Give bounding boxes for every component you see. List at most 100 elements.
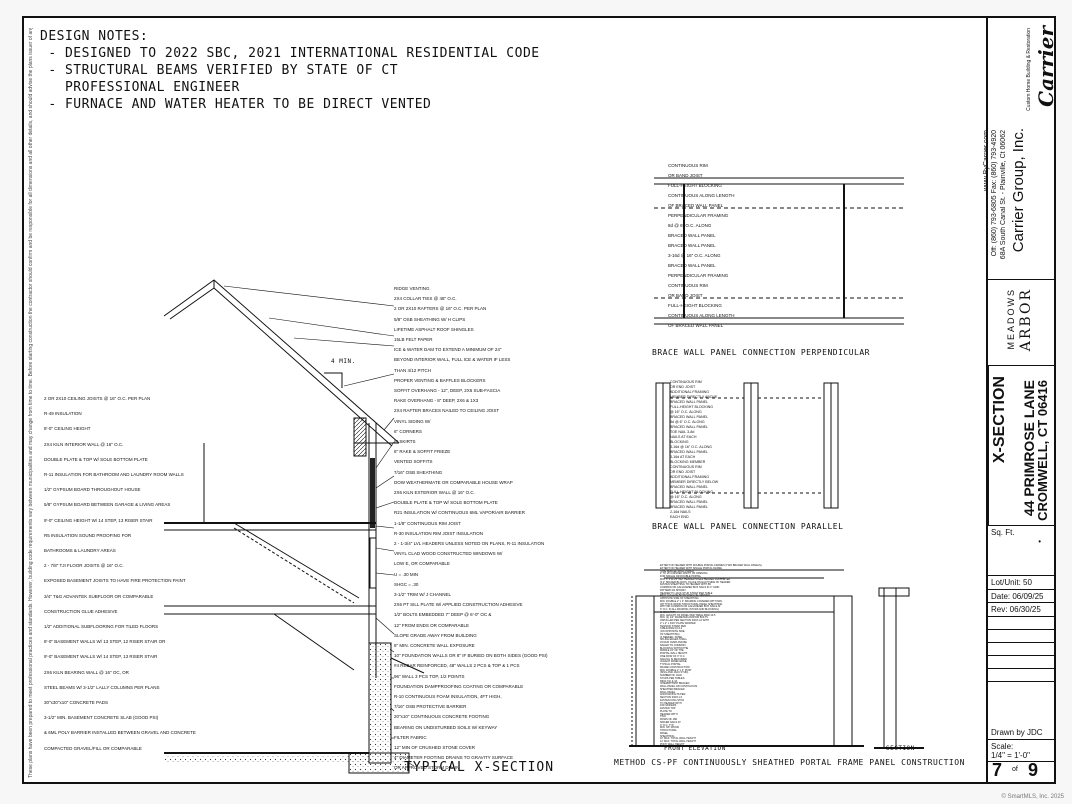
callout-text: 2" x 2" x 3/16" PLATE WASHER [660, 621, 696, 625]
callout-text: 3-16d AT EACH [670, 455, 696, 459]
community-logo: ARBOR MEADOWS [988, 280, 1054, 366]
callout-text: OF SHEATHING) [660, 632, 680, 636]
blank-row [988, 630, 1054, 643]
callout-text: NAILS AT EACH [670, 435, 697, 439]
callout-text: VINYL CLAD WOOD CONSTRUCTED WINDOWS W/ [394, 551, 503, 557]
blank-row [988, 669, 1054, 682]
callout-text: OPPOSITE SIDE OF SHEATHING [660, 597, 699, 600]
callout-text: BEARING ON UNDISTURBED SOILS W/ KEYWAY [394, 724, 498, 730]
callout-text: BRACED WALL PANEL [670, 415, 709, 419]
callout-text: PERPENDICULAR FRAMING [668, 213, 729, 218]
callout-text: OR END JOIST [670, 470, 696, 474]
callout-text: RIDGE VENTING [394, 286, 430, 291]
design-note-line: PROFESSIONAL ENGINEER [40, 80, 240, 95]
callout-text: FULL-HEIGHT BLOCKING [668, 183, 722, 188]
callout-text: #4 REBAR REINFORCED, 48" WALLS 2 PCS & T… [394, 663, 520, 669]
brace-perpendicular-title: BRACE WALL PANEL CONNECTION PERPENDICULA… [652, 348, 870, 357]
callout-text: 6" MIN. CONCRETE WALL EXPOSURE [394, 643, 475, 648]
drawn-by-cell: Drawn by JDC [988, 726, 1054, 740]
callout-text: ADDITIONAL FRAMING [670, 390, 710, 394]
callout-text: FASTEN TOP [660, 707, 676, 710]
callout-text: (ONE BRACED WALL PANEL) [660, 569, 695, 573]
design-notes: DESIGN NOTES: - DESIGNED TO 2022 SBC, 20… [40, 28, 540, 113]
callout-text: DOUBLE PLATE & TOP W/ SOLE BOTTOM PLATE [44, 456, 148, 462]
copyright: © SmartMLS, Inc. 2025 [1001, 794, 1064, 800]
callout-text: TYPICAL PORTAL [660, 663, 681, 666]
callout-text: 6" CORNERS [394, 428, 422, 434]
sqft-value: • [1038, 537, 1041, 546]
callout-text: FULL-HEIGHT BLOCKING [668, 303, 722, 308]
portal-section-label: SECTION [886, 745, 915, 752]
callout-text: HEADER WITH [660, 712, 678, 716]
scale-label: Scale: [991, 742, 1014, 751]
company-address: 68A South Canal St. - Plainville, Ct 060… [1000, 130, 1007, 260]
callout-text: STUDS PER TABLES [660, 676, 685, 680]
callout-text: HEADER TO JACK-STUD STRAP PER TABLE [660, 591, 713, 595]
callout-text: BRACED WALL PANEL [670, 425, 709, 429]
scale-cell: Scale: 1/4" = 1'-0" [988, 740, 1054, 762]
portal-frame-drawing [629, 569, 924, 749]
callout-text: IN EACH PANEL EDGE. [660, 660, 688, 664]
callout-text: FASTEN SHEATHING TO HEADER WITH 8D [660, 583, 711, 587]
sheet-total: 9 [1028, 760, 1039, 780]
callout-text: STRUCTURAL [660, 729, 677, 732]
callout-text: 2-16d NAILS [670, 510, 691, 514]
callout-text: 3-16d @ 16" O.C. ALONG [670, 445, 712, 449]
callout-text: PANEL [660, 731, 669, 735]
callout-text: ROWS OF 16D [660, 718, 678, 721]
callout-text: 12' MAX. TOTAL WALL HEIGHT [660, 740, 696, 743]
callout-text: RAKE OVERHANG - 8" DEEP, 2X6 & 1X3 [394, 398, 479, 404]
callout-text: SOFFIT OVERHANG - 12", DEEP, 2X6 SUB-FAS… [394, 388, 501, 393]
callout-text: LIFETIME ASPHALT ROOF SHINGLES [394, 326, 474, 332]
blank-row [988, 617, 1054, 630]
sqft-cell: Sq. Ft. • [988, 526, 1054, 576]
callout-text: OF BRACED WALL PANEL [668, 323, 724, 328]
callout-text: COMMON OR GALVANIZED BOX NAILS IN 3" GRI… [660, 586, 720, 589]
callout-text: 16D SINKERS [660, 704, 677, 708]
callout-text: R21 INSULATION W/ CONTINUOUS 6ML VAPOR/A… [394, 510, 525, 516]
callout-text: FOUNDATION DAMPPROOFING COATING OR COMPA… [394, 683, 524, 689]
callout-text: NAILING IS REQUIRED [660, 657, 687, 661]
callout-text: PORTAL WALL HEIGHT. [660, 652, 688, 655]
callout-text: 2 OR 2X10 CEILING JOISTS @ 16" O.C. PER … [44, 396, 151, 401]
callout-text: FRAME CONSTRUCTION [660, 665, 690, 669]
callout-text: CONTINUOUS ALONG LENGTH [668, 313, 735, 318]
callout-text: 2 - 1-3/4" LVL HEADERS UNLESS NOTED ON P… [394, 541, 545, 546]
callout-text: 3" O.C. IN ALL FRAMING (STUDS AND BLOCKI… [660, 608, 719, 611]
callout-text: 7/16" OSB PROTECTIVE BARRIER [394, 704, 467, 710]
date-cell: Date: 06/09/25 [988, 590, 1054, 603]
callout-text: 20"x10" CONTINUOUS CONCRETE FOOTING [394, 714, 490, 720]
callout-text: NAILED TO COMMON [660, 643, 686, 647]
callout-text: 2X4 RAFTER BRACES NAILED TO CEILING JOIS… [394, 408, 500, 414]
callout-text: PROPER VENTING & BAFFLES BLOCKERS [394, 377, 486, 383]
callout-text: 10' MAX. TOTAL WALL HEIGHT [660, 737, 696, 741]
design-note-line: - FURNACE AND WATER HEATER TO BE DIRECT … [40, 97, 432, 112]
callout-text: EXTENT OF HEADER WITH DOUBLE PORTAL FRAM… [660, 564, 762, 567]
callout-text: FULL-HEIGHT BLOCKING [670, 490, 714, 494]
callout-text: BRACED WALL PANEL [670, 450, 709, 454]
callout-text: BATHROOMS & LAUNDRY AREAS [44, 548, 116, 553]
callout-text: VINYL SIDING W/ [394, 418, 431, 424]
callout-text: MIN. DOUBLE 2" x 4" POST [660, 668, 692, 672]
callout-text: TOE NAIL 3-8d [670, 430, 695, 434]
title-block: Carrier Custom Home Building & Restorati… [983, 18, 1058, 782]
callout-text: BRACED WALL PANEL [668, 243, 716, 248]
callout-text: CONTINUOUS ALONG LENGTH [668, 193, 735, 198]
callout-text: MIN. LENGTH OF PANEL PER TABLE R602.10.5 [660, 613, 716, 617]
callout-text: ADDITIONAL FRAMING [670, 475, 710, 479]
rev-cell: Rev: 06/30/25 [988, 603, 1054, 617]
callout-text: SLOPE GRADE AWAY FROM BUILDING [394, 632, 477, 638]
design-notes-title: DESIGN NOTES: [40, 29, 149, 44]
callout-text: 3/4" T&G ADVANTEK SUBFLOOR OR COMPARABLE [44, 593, 154, 599]
company-web: www.ByCarrier.com [983, 130, 990, 192]
callout-text: MEMBER DIRECTLY BELOW [670, 480, 719, 484]
callout-text: WITH 8D COMMON OR GALVANIZED BOX NAILS A… [660, 605, 721, 609]
callout-text: 3/8" THICK WOOD STRUCTURAL PANEL SHEATHI… [660, 602, 723, 606]
callout-text: EACH END [670, 515, 689, 519]
callout-text: OR END JOIST [670, 385, 696, 389]
callout-text: R-10 CONTINUOUS FOAM INSULATION, 4FT HIG… [394, 694, 502, 699]
callout-text: 1/2" ADDITIONAL SUBFLOORING FOR TILED FL… [44, 624, 159, 629]
callout-text: 5/8" GYPSUM BOARD BETWEEN GARAGE & LIVIN… [44, 502, 171, 508]
blank-row [988, 643, 1054, 656]
callout-text: R-49 INSULATION [44, 411, 82, 417]
